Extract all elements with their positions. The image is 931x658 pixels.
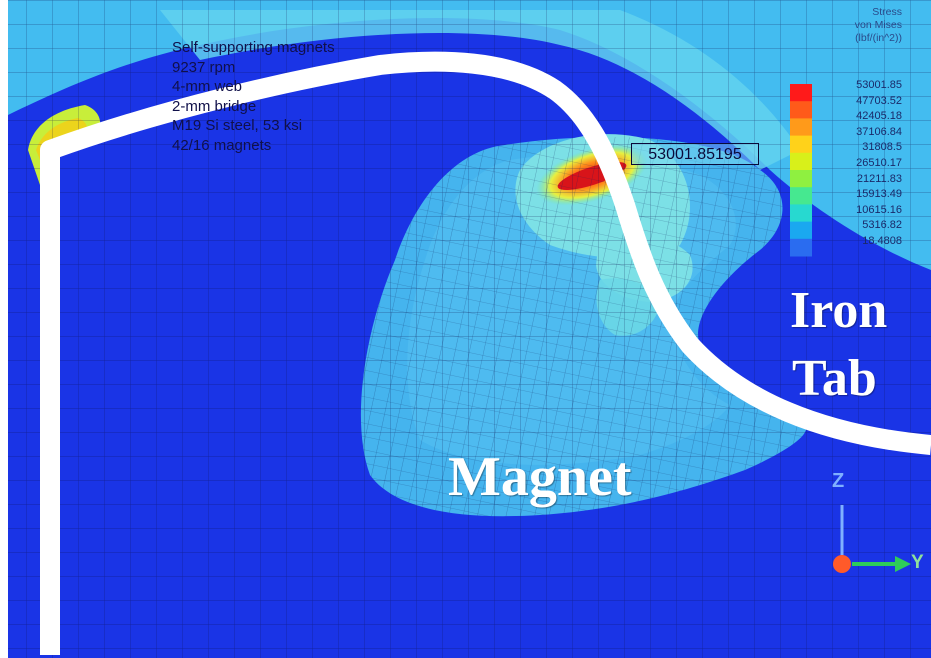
legend-value: 31808.5 xyxy=(862,141,902,154)
axis-y-arrow xyxy=(852,556,911,572)
axis-origin xyxy=(833,555,851,573)
legend-value: 21211.83 xyxy=(856,172,902,185)
legend-value: 26510.17 xyxy=(856,156,902,169)
legend-swatch xyxy=(790,187,812,205)
axis-y-label: Y xyxy=(911,552,924,573)
probe-value-box: 53001.85195 xyxy=(631,143,759,165)
legend-swatch xyxy=(790,221,812,240)
legend-swatch xyxy=(790,238,812,257)
legend-swatch xyxy=(790,170,812,188)
legend-value: 15913.49 xyxy=(856,188,902,201)
axis-z-label: Z xyxy=(832,470,845,492)
analysis-notes: Self-supporting magnets 9237 rpm 4-mm web 2… xyxy=(172,38,335,155)
legend-swatch xyxy=(790,84,812,102)
tab-label: Tab xyxy=(792,350,877,407)
annotation-line: Self-supporting magnets xyxy=(172,39,335,56)
legend-value: 18.4808 xyxy=(862,234,902,247)
legend-swatch xyxy=(790,118,812,137)
legend-value: 37106.84 xyxy=(856,125,902,138)
iron-label: Iron xyxy=(790,282,888,339)
legend-value: 5316.82 xyxy=(862,219,902,232)
legend-value-labels: 53001.85 47703.52 42405.18 37106.84 31808.5 2… xyxy=(812,78,902,250)
legend-swatch xyxy=(790,152,812,171)
annotation-line: M19 Si steel, 53 ksi xyxy=(172,117,303,134)
legend-value: 42405.18 xyxy=(856,110,902,123)
flux-barrier-channel xyxy=(40,51,931,655)
legend-value: 47703.52 xyxy=(856,94,902,107)
magnet-label: Magnet xyxy=(448,446,632,508)
annotation-line: 4-mm web xyxy=(172,78,243,95)
legend-title-line: von Mises xyxy=(854,19,902,31)
legend-swatch xyxy=(790,101,812,119)
legend-value: 10615.16 xyxy=(856,203,902,216)
legend-swatch xyxy=(790,135,812,154)
legend-title-line: (lbf/(in^2)) xyxy=(855,32,902,44)
legend-value: 53001.85 xyxy=(856,79,902,91)
annotation-line: 9237 rpm xyxy=(172,58,236,76)
legend-colorbar xyxy=(790,84,812,257)
legend-title-line: Stress xyxy=(872,6,902,18)
legend-swatch xyxy=(790,204,812,223)
annotation-line: 2-mm bridge xyxy=(172,97,257,115)
annotation-line: 42/16 magnets xyxy=(172,136,272,154)
